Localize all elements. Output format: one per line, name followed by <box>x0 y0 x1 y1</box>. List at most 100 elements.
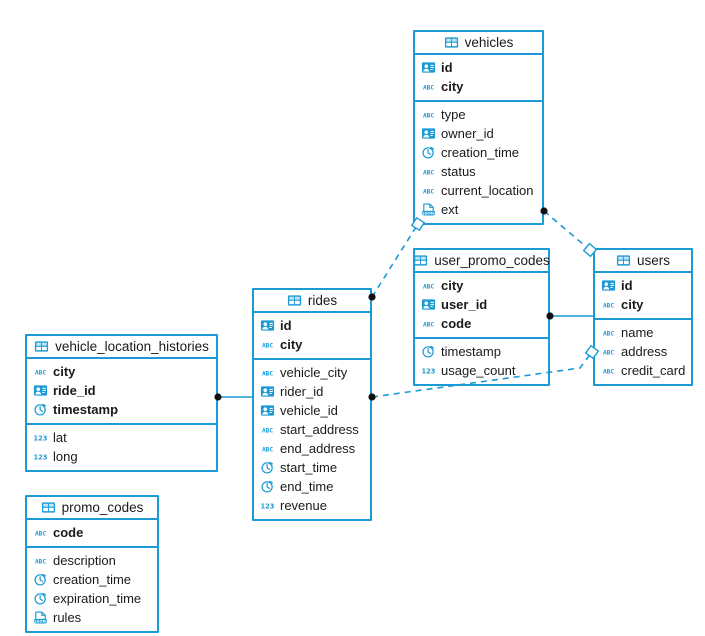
table-header-promo_codes[interactable]: promo_codes <box>27 497 157 520</box>
primary-key-row[interactable]: id <box>595 276 691 295</box>
column-name: timestamp <box>441 344 501 359</box>
column-group: timestamp 123 usage_count <box>415 339 548 384</box>
svg-text:ABC: ABC <box>423 113 434 120</box>
column-name: type <box>441 107 466 122</box>
abc-icon: ABC <box>260 365 275 380</box>
column-name: code <box>53 525 84 540</box>
svg-text:ABC: ABC <box>423 322 434 329</box>
abc-icon: ABC <box>33 364 48 379</box>
column-name: usage_count <box>441 363 516 378</box>
column-row[interactable]: expiration_time <box>27 589 157 608</box>
column-row[interactable]: ABC status <box>415 162 542 181</box>
column-row[interactable]: timestamp <box>415 342 548 361</box>
column-row[interactable]: JSON rules <box>27 608 157 627</box>
column-row[interactable]: creation_time <box>415 143 542 162</box>
column-name: current_location <box>441 183 534 198</box>
column-name: city <box>53 364 76 379</box>
table-header-users[interactable]: users <box>595 250 691 273</box>
id-card-icon <box>260 318 275 333</box>
column-row[interactable]: start_time <box>254 458 370 477</box>
clock-icon <box>33 591 48 606</box>
column-row[interactable]: 123 usage_count <box>415 361 548 380</box>
abc-icon: ABC <box>601 297 616 312</box>
column-row[interactable]: JSON ext <box>415 200 542 219</box>
clock-icon <box>421 344 436 359</box>
column-name: long <box>53 449 78 464</box>
column-row[interactable]: ABC end_address <box>254 439 370 458</box>
table-header-vehicle_location_histories[interactable]: vehicle_location_histories <box>27 336 216 359</box>
primary-key-row[interactable]: ABC code <box>415 314 548 333</box>
table-header-vehicles[interactable]: vehicles <box>415 32 542 55</box>
column-name: start_time <box>280 460 338 475</box>
column-name: rules <box>53 610 82 625</box>
column-name: ride_id <box>53 383 96 398</box>
primary-key-row[interactable]: ABC city <box>27 362 216 381</box>
svg-text:ABC: ABC <box>603 331 614 338</box>
column-row[interactable]: ABC type <box>415 105 542 124</box>
column-name: id <box>280 318 292 333</box>
table-header-rides[interactable]: rides <box>254 290 370 313</box>
table-header-user_promo_codes[interactable]: user_promo_codes <box>414 250 550 273</box>
json-icon: JSON <box>33 610 48 625</box>
primary-key-row[interactable]: timestamp <box>27 400 216 419</box>
column-name: name <box>621 325 654 340</box>
column-name: user_id <box>441 297 488 312</box>
primary-key-row[interactable]: user_id <box>415 295 548 314</box>
table-icon <box>34 339 49 354</box>
column-name: status <box>441 164 476 179</box>
abc-icon: ABC <box>601 363 616 378</box>
column-name: code <box>441 316 472 331</box>
abc-icon: ABC <box>601 325 616 340</box>
column-row[interactable]: owner_id <box>415 124 542 143</box>
svg-text:ABC: ABC <box>423 85 434 92</box>
table-title: vehicle_location_histories <box>55 338 209 354</box>
svg-text:ABC: ABC <box>262 447 273 454</box>
clock-icon <box>33 402 48 417</box>
column-row[interactable]: creation_time <box>27 570 157 589</box>
table-icon <box>444 35 459 50</box>
svg-text:ABC: ABC <box>603 350 614 357</box>
table-icon <box>41 500 56 515</box>
abc-icon: ABC <box>421 164 436 179</box>
svg-text:123: 123 <box>261 502 275 510</box>
table-title: user_promo_codes <box>434 252 550 268</box>
primary-key-row[interactable]: id <box>254 316 370 335</box>
primary-key-row[interactable]: id <box>415 58 542 77</box>
primary-key-row[interactable]: ride_id <box>27 381 216 400</box>
column-row[interactable]: ABC current_location <box>415 181 542 200</box>
column-row[interactable]: rider_id <box>254 382 370 401</box>
column-name: ext <box>441 202 459 217</box>
column-row[interactable]: end_time <box>254 477 370 496</box>
abc-icon: ABC <box>421 107 436 122</box>
column-row[interactable]: ABC name <box>595 323 691 342</box>
svg-text:123: 123 <box>422 367 436 375</box>
svg-text:JSON: JSON <box>422 210 434 215</box>
column-row[interactable]: vehicle_id <box>254 401 370 420</box>
svg-text:ABC: ABC <box>423 189 434 196</box>
column-name: end_address <box>280 441 356 456</box>
svg-text:ABC: ABC <box>423 284 434 291</box>
